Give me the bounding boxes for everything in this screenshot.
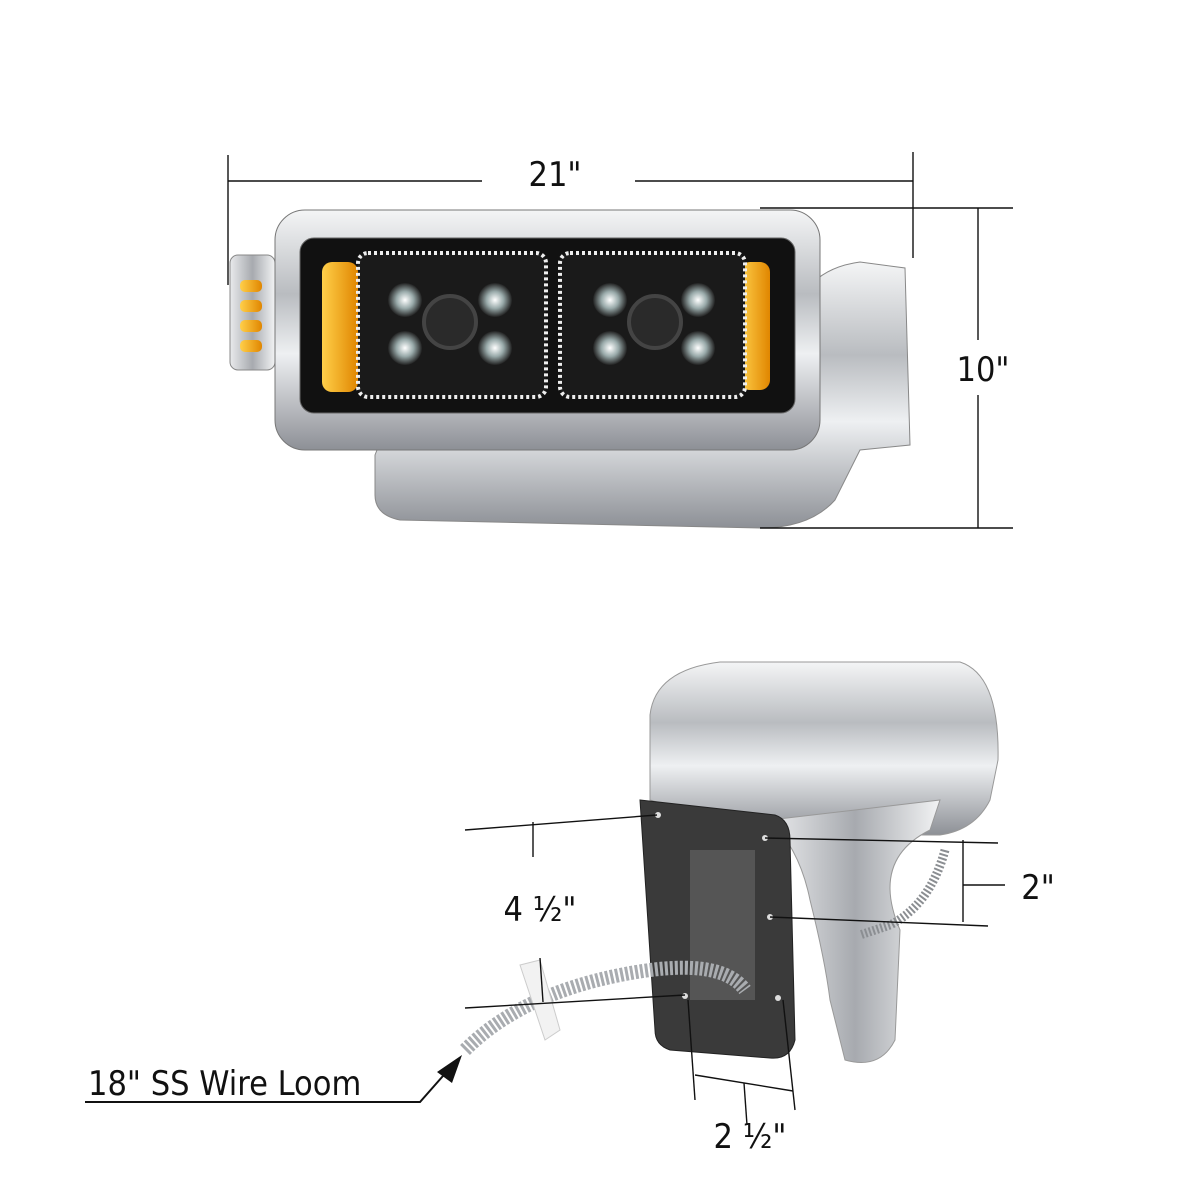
- wire-label-tag: [519, 959, 561, 1041]
- horizontal-mount-label: 2 ½": [714, 1117, 787, 1157]
- vertical-mount-label: 4 ½": [504, 890, 577, 930]
- callout-arrow-icon: [437, 1055, 462, 1083]
- width-label: 21": [529, 155, 582, 195]
- chrome-arm: [768, 799, 941, 1063]
- led-emitters: [388, 283, 715, 365]
- side-marker-leds: [240, 280, 262, 352]
- amber-turn-signal-right: [740, 262, 770, 390]
- vertical-mount-dimension: 4 ½": [464, 814, 686, 1009]
- headlight-front-view: [229, 209, 911, 529]
- width-dimension: 21": [227, 152, 914, 285]
- wire-loom-callout: 18" SS Wire Loom: [85, 1055, 462, 1104]
- plate-cavity: [690, 850, 755, 1000]
- height-label: 10": [957, 350, 1010, 390]
- wire-loom: [460, 960, 751, 1055]
- height-dimension: 10": [760, 207, 1013, 529]
- side-mount-dimension: 2": [764, 837, 1055, 927]
- wire-loom-right: [858, 848, 950, 940]
- side-mount-label: 2": [1021, 868, 1055, 908]
- headlight-rear-view: [460, 661, 999, 1063]
- wire-loom-label: 18" SS Wire Loom: [88, 1064, 361, 1104]
- amber-turn-signal-left: [322, 262, 358, 392]
- mounting-holes: [655, 812, 781, 1001]
- side-marker-lamp: [229, 254, 276, 371]
- chrome-housing: [649, 661, 999, 836]
- horizontal-mount-dimension: 2 ½": [687, 999, 796, 1157]
